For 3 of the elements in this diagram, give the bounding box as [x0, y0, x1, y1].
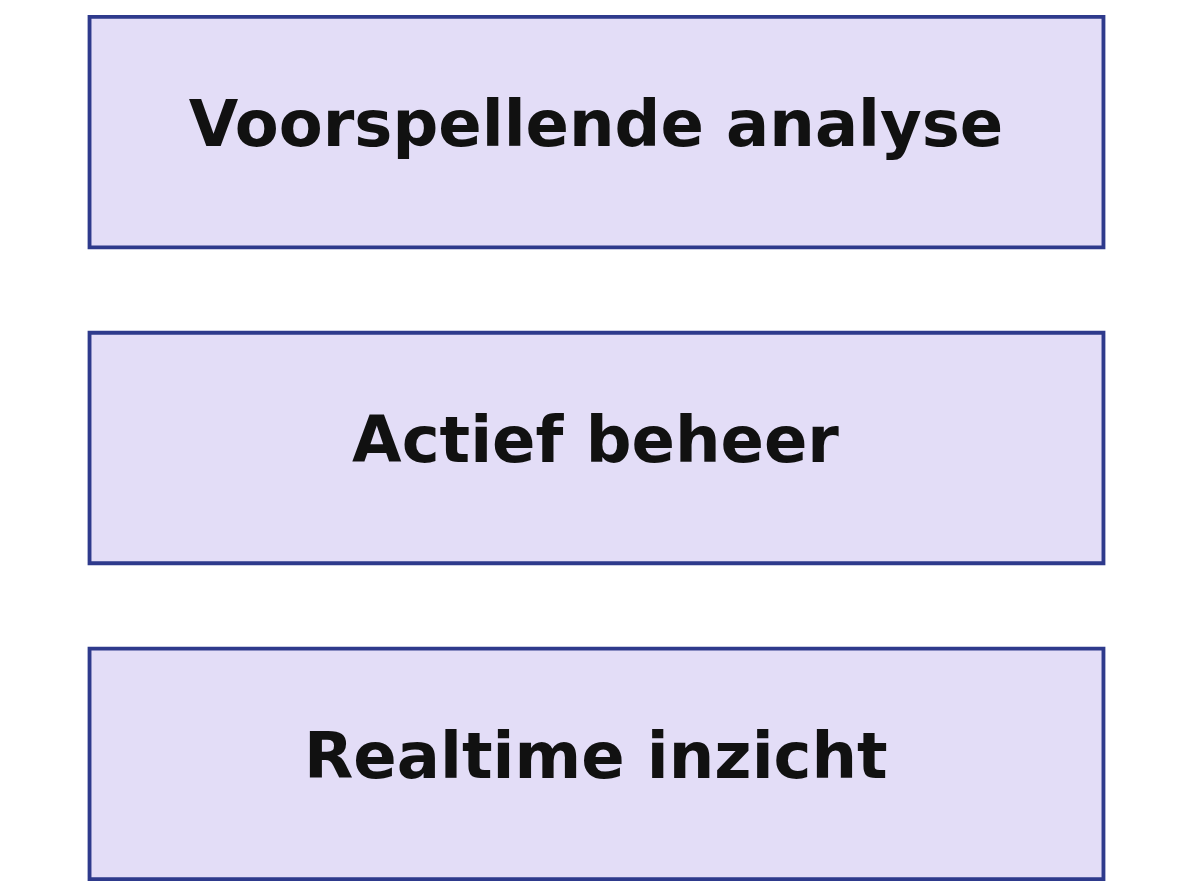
node-box: Voorspellende analyse — [87, 14, 1106, 250]
node-box: Realtime inzicht — [87, 646, 1106, 882]
node-box: Actief beheer — [87, 330, 1106, 566]
